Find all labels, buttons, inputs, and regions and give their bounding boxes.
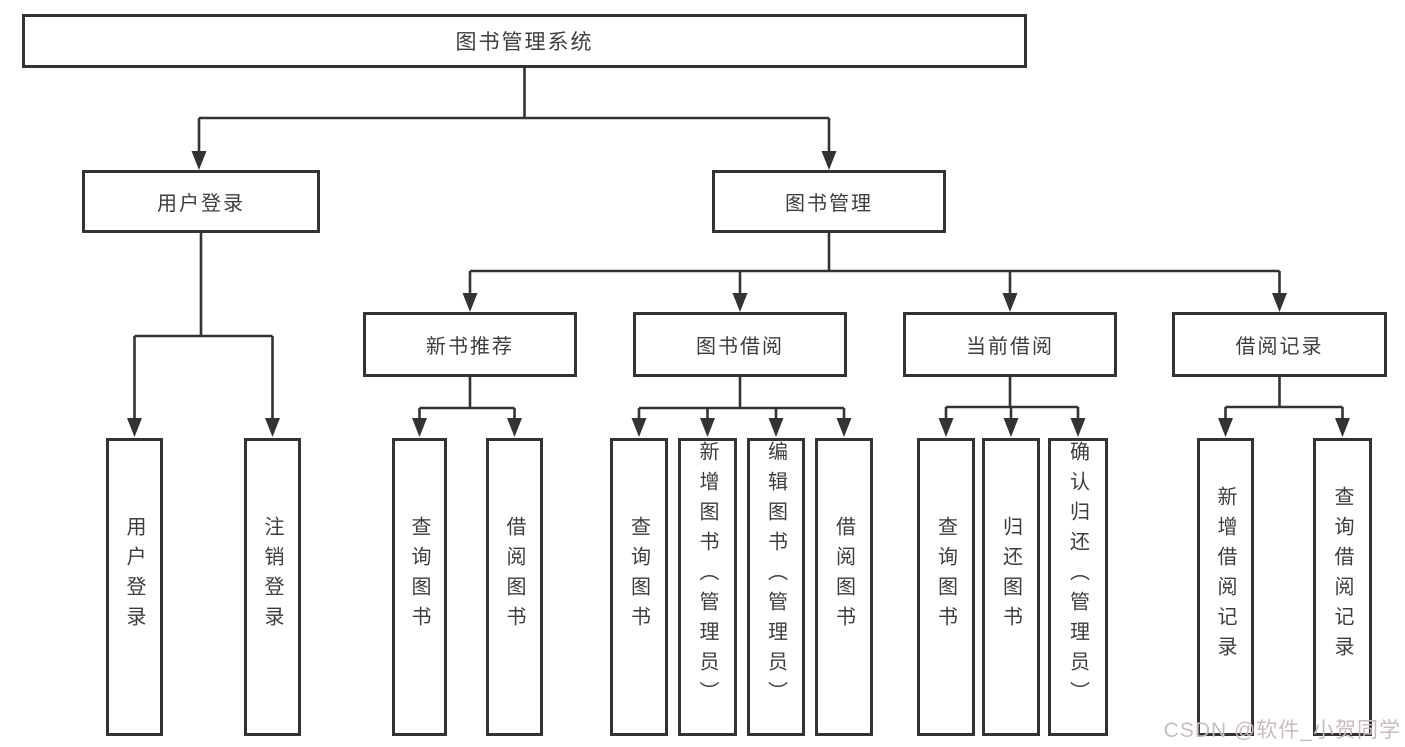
leaf-borrow-books-recommend: 借阅图书 [486, 438, 543, 736]
node-library-management-system: 图书管理系统 [22, 14, 1027, 68]
leaf-user-login: 用户登录 [106, 438, 163, 736]
leaf-logout: 注销登录 [244, 438, 301, 736]
node-user-login: 用户登录 [82, 170, 320, 233]
leaf-add-book-admin: 新增图书（管理员） [678, 438, 737, 736]
leaf-borrow-books-borrow: 借阅图书 [815, 438, 873, 736]
leaf-confirm-return-admin: 确认归还（管理员） [1048, 438, 1108, 736]
csdn-watermark: CSDN @软件_小贺同学 [1163, 719, 1401, 742]
node-book-management: 图书管理 [712, 170, 946, 233]
leaf-add-borrow-record: 新增借阅记录 [1197, 438, 1254, 736]
leaf-query-borrow-record: 查询借阅记录 [1313, 438, 1372, 736]
node-borrow-records: 借阅记录 [1172, 312, 1387, 377]
leaf-return-book: 归还图书 [982, 438, 1040, 736]
leaf-query-books-borrow: 查询图书 [610, 438, 668, 736]
leaf-edit-book-admin: 编辑图书（管理员） [747, 438, 805, 736]
node-new-book-recommend: 新书推荐 [363, 312, 577, 377]
node-book-borrow: 图书借阅 [633, 312, 847, 377]
leaf-query-books-current: 查询图书 [917, 438, 975, 736]
node-current-borrow: 当前借阅 [903, 312, 1117, 377]
leaf-query-books-recommend: 查询图书 [392, 438, 447, 736]
